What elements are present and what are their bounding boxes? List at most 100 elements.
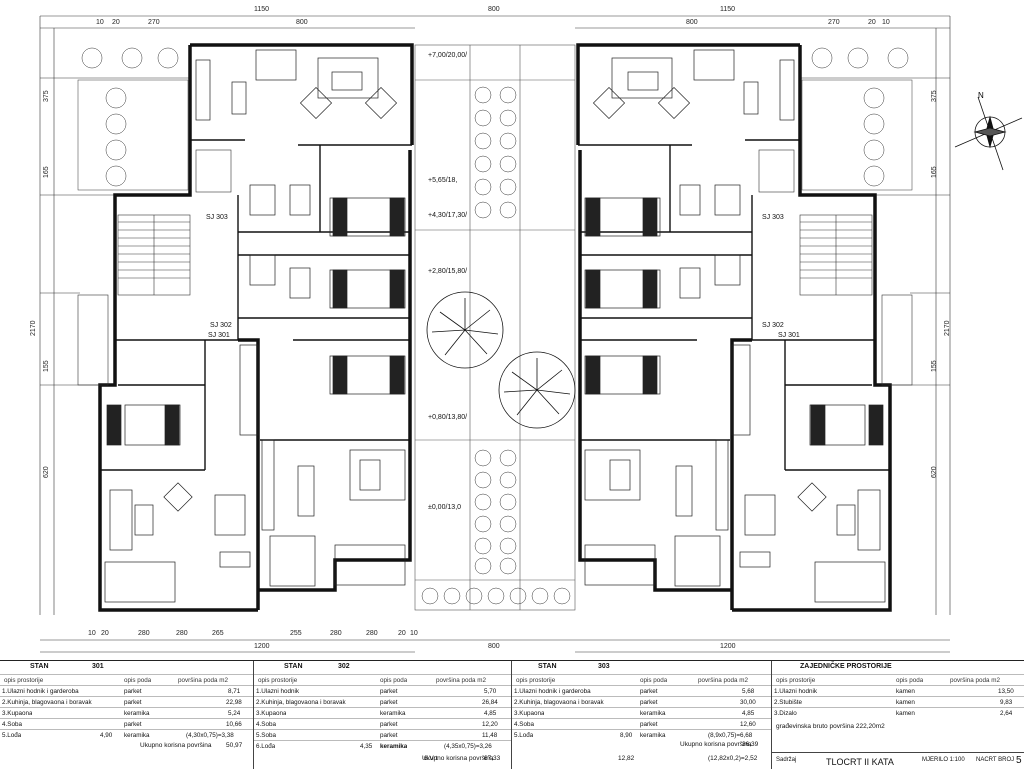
dim-side-r4: 155 — [931, 360, 938, 372]
table-row: 1.Ulazni hodnik kamen 13,50 — [772, 685, 1024, 697]
table-row: 5.Soba parket 11,48 — [254, 729, 511, 741]
table-title: ZAJEDNIČKE PROSTORIJE — [800, 663, 892, 670]
dim-mid: 800 — [488, 6, 500, 13]
dim-side-r1: 375 — [931, 90, 938, 102]
table-row: 4.Soba parket 10,66 — [0, 718, 253, 730]
title-block: Sadržaj TLOCRT II KATA MJERILO 1:100 NAC… — [772, 752, 1024, 770]
stair-label-r303: SJ 303 — [762, 214, 784, 221]
total-label: Ukupno korisna površina — [140, 742, 212, 749]
vrt-calc: (12,82x0,2)=2,52 — [708, 755, 758, 762]
dim-top-l3: 270 — [148, 19, 160, 26]
table-stan-303: STAN 303 opis prostorije opis poda površ… — [424, 661, 772, 769]
stair-label-r302: SJ 302 — [762, 322, 784, 329]
dim-bot-7: 280 — [330, 630, 342, 637]
table-header: opis prostorije opis poda površina poda … — [254, 674, 511, 686]
dim-bot-total-right: 1200 — [720, 643, 736, 650]
dim-side-r3: 2170 — [944, 320, 951, 336]
table-row: 3.Kupaona keramika 4,85 — [512, 707, 771, 719]
level-6: ±0,00/13,0 — [428, 504, 462, 511]
dim-top-l2: 20 — [112, 19, 120, 26]
dim-left-total: 1150 — [254, 6, 270, 13]
dim-side-l5: 620 — [43, 466, 50, 478]
table-row: 3.Kupaona keramika 5,24 — [0, 707, 253, 719]
stair-label-l301: SJ 301 — [208, 332, 230, 339]
stair-label-r301: SJ 301 — [778, 332, 800, 339]
dim-side-r5: 620 — [931, 466, 938, 478]
north-arrow-icon — [954, 96, 1023, 171]
dim-bot-mid: 800 — [488, 643, 500, 650]
table-stan-301: STAN 301 opis prostorije opis poda površ… — [0, 661, 254, 769]
table-num: 303 — [598, 663, 610, 670]
table-row: 4.Soba parket 12,60 — [512, 718, 771, 730]
table-header: opis prostorije opis poda površina poda … — [512, 674, 771, 686]
dim-top-r3: 20 — [868, 19, 876, 26]
table-title: STAN — [284, 663, 303, 670]
level-4: +2,80/15,80/ — [428, 268, 468, 275]
dim-top-l4: 800 — [296, 19, 308, 26]
floor-plan: N — [39, 15, 1023, 653]
title-block-title: TLOCRT II KATA — [826, 757, 894, 767]
title-block-sadrzaj: Sadržaj — [776, 757, 797, 763]
dim-right-total: 1150 — [720, 6, 736, 13]
title-block-scale: MJERILO 1:100 — [922, 757, 965, 763]
dim-side-r2: 165 — [931, 166, 938, 178]
level-2: +5,65/18, — [428, 177, 458, 184]
table-row: 4.Soba parket 12,20 — [254, 718, 511, 730]
table-header: opis prostorije opis poda površina poda … — [772, 674, 1024, 686]
table-stan-302: STAN 302 opis prostorije opis poda površ… — [254, 661, 512, 769]
dim-side-l1: 375 — [43, 90, 50, 102]
table-row: 3.Kupaona keramika 4,85 — [254, 707, 511, 719]
dim-top-r2: 270 — [828, 19, 840, 26]
dim-bot-10: 10 — [410, 630, 418, 637]
table-zajednicke: ZAJEDNIČKE PROSTORIJE opis prostorije op… — [772, 661, 1024, 769]
vrt-label: 6.Vrt — [424, 755, 438, 762]
table-row: 5.Lođa 4,90 keramika (4,30x0,75)=3,38 — [0, 729, 253, 741]
dim-bot-5: 265 — [212, 630, 224, 637]
dim-top-r1: 800 — [686, 19, 698, 26]
gross-area: građevinska bruto površina 222,20m2 — [776, 723, 885, 730]
dim-bot-3: 280 — [138, 630, 150, 637]
dim-bot-4: 280 — [176, 630, 188, 637]
room-schedule: STAN 301 opis prostorije opis poda površ… — [0, 660, 1024, 769]
table-row: 1.Ulazni hodnik i garderoba parket 8,71 — [0, 685, 253, 697]
table-row: 1.Ulazni hodnik parket 5,70 — [254, 685, 511, 697]
total-label: Ukupno korisna površina — [680, 741, 752, 748]
total-value: 67,33 — [484, 755, 501, 762]
dim-top-l1: 10 — [96, 19, 104, 26]
level-5: +0,80/13,80/ — [428, 414, 468, 421]
table-row: 2.Kuhinja, blagovaona i boravak parket 2… — [0, 696, 253, 708]
table-num: 301 — [92, 663, 104, 670]
table-row: 3.Dizalo kamen 2,64 — [772, 707, 1024, 719]
table-title: STAN — [538, 663, 557, 670]
table-row: 1.Ulazni hodnik i garderoba parket 5,68 — [512, 685, 771, 697]
total-value: 50,97 — [226, 742, 243, 749]
svg-text:N: N — [978, 91, 984, 100]
dim-bot-1: 10 — [88, 630, 96, 637]
level-1: +7,00/20,00/ — [428, 52, 468, 59]
dim-side-l4: 155 — [43, 360, 50, 372]
table-row: 5.Lođa 8,90 keramika (8,9x0,75)=6,68 — [512, 729, 771, 741]
dim-top-r4: 10 — [882, 19, 890, 26]
table-header: opis prostorije opis poda površina poda … — [0, 674, 253, 686]
table-row: 2.Kuhinja, blagovaona i boravak parket 2… — [254, 696, 511, 708]
total-label: Ukupno korisna površina — [422, 755, 494, 762]
table-num: 302 — [338, 663, 350, 670]
title-block-nacrt: NACRT BROJ — [976, 757, 1015, 763]
table-title: STAN — [30, 663, 49, 670]
dim-side-l2: 165 — [43, 166, 50, 178]
table-row: 2.Stubište kamen 9,83 — [772, 696, 1024, 708]
dim-bot-6: 255 — [290, 630, 302, 637]
dim-bot-2: 20 — [101, 630, 109, 637]
level-3: +4,30/17,30/ — [428, 212, 468, 219]
dim-bot-9: 20 — [398, 630, 406, 637]
dim-side-l3: 2170 — [30, 320, 37, 336]
title-block-number: 5 — [1016, 755, 1022, 766]
stair-label-l303: SJ 303 — [206, 214, 228, 221]
total-value: 36,39 — [742, 741, 759, 748]
dim-bot-total-left: 1200 — [254, 643, 270, 650]
table-row: 2.Kuhinja, blagovaona i boravak parket 3… — [512, 696, 771, 708]
vrt-area: 12,82 — [618, 755, 635, 762]
dim-bot-8: 280 — [366, 630, 378, 637]
table-row: 6.Lođa 4,35 keramika (4,35x0,75)=3,26 — [254, 740, 511, 752]
